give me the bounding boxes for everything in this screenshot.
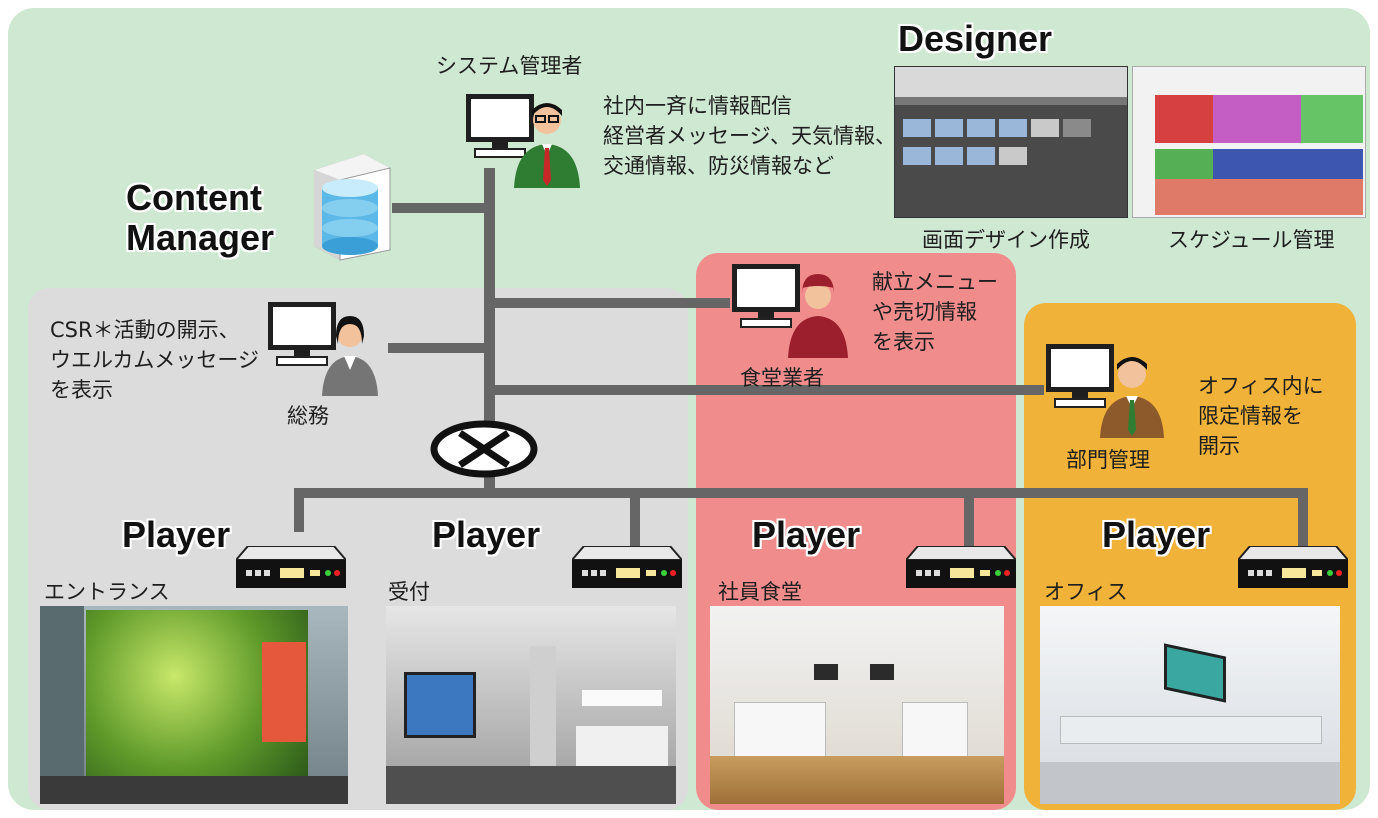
player-title-2: Player (432, 514, 541, 555)
general-affairs-desc-2: ウエルカムメッセージ (50, 348, 259, 372)
player-device-icon-1 (236, 546, 346, 588)
system-admin-desc-1: 社内一斉に情報配信 (603, 94, 792, 118)
general-affairs-desc-1: CSR＊活動の開示、 (50, 318, 240, 342)
database-server-icon (314, 154, 391, 261)
player-bus-line (294, 488, 1308, 498)
general-affairs-label: 総務 (287, 404, 329, 428)
cafeteria-vendor-person-icon (732, 264, 848, 358)
player-drop-1 (294, 488, 304, 532)
system-admin-person-icon (466, 94, 580, 188)
general-affairs-link-line (388, 343, 488, 353)
player-drop-3 (964, 488, 974, 548)
router-icon (430, 420, 538, 478)
player-drop-4 (1298, 488, 1308, 548)
location-label-entrance: エントランス (44, 580, 170, 604)
reception-photo (386, 606, 676, 804)
entrance-photo (40, 606, 348, 804)
schedule-screenshot (1132, 66, 1366, 218)
schedule-caption: スケジュール管理 (1168, 228, 1335, 252)
dept-manager-desc-2: 限定情報を (1198, 404, 1303, 428)
general-affairs-desc-3: を表示 (50, 378, 113, 402)
player-title-1: Player (122, 514, 231, 555)
player-device-icon-2 (572, 546, 682, 588)
content-manager-link-line (392, 203, 489, 213)
system-admin-desc-3: 交通情報、防災情報など (603, 154, 834, 178)
cafeteria-vendor-desc-3: を表示 (872, 330, 935, 354)
location-label-reception: 受付 (388, 580, 430, 604)
general-affairs-person-icon (268, 302, 378, 396)
location-label-cafeteria: 社員食堂 (718, 580, 802, 604)
dept-manager-label: 部門管理 (1066, 448, 1150, 472)
cafeteria-photo (710, 606, 1004, 804)
dept-manager-desc-1: オフィス内に (1198, 374, 1324, 398)
main-trunk-line (484, 168, 495, 493)
screen-design-screenshot (894, 66, 1128, 218)
cafeteria-vendor-desc-2: や売切情報 (872, 300, 977, 324)
office-link-line (484, 385, 1044, 395)
designer-title: Designer (898, 18, 1053, 59)
dept-manager-desc-3: 開示 (1198, 434, 1240, 458)
content-manager-title: Content Manager (126, 177, 275, 258)
cafeteria-vendor-desc-1: 献立メニュー (872, 270, 998, 294)
player-title-3: Player (752, 514, 861, 555)
office-photo (1040, 606, 1340, 804)
location-label-office: オフィス (1044, 580, 1128, 604)
dept-manager-person-icon (1046, 344, 1164, 438)
cafeteria-vendor-label: 食堂業者 (740, 366, 824, 390)
system-admin-label: システム管理者 (436, 54, 583, 78)
player-drop-2 (630, 488, 640, 548)
player-device-icon-3 (906, 546, 1016, 588)
player-device-icon-4 (1238, 546, 1348, 588)
system-admin-desc-2: 経営者メッセージ、天気情報、 (603, 124, 896, 148)
cafeteria-link-line (484, 298, 730, 308)
screen-design-caption: 画面デザイン作成 (922, 228, 1090, 252)
player-title-4: Player (1102, 514, 1211, 555)
